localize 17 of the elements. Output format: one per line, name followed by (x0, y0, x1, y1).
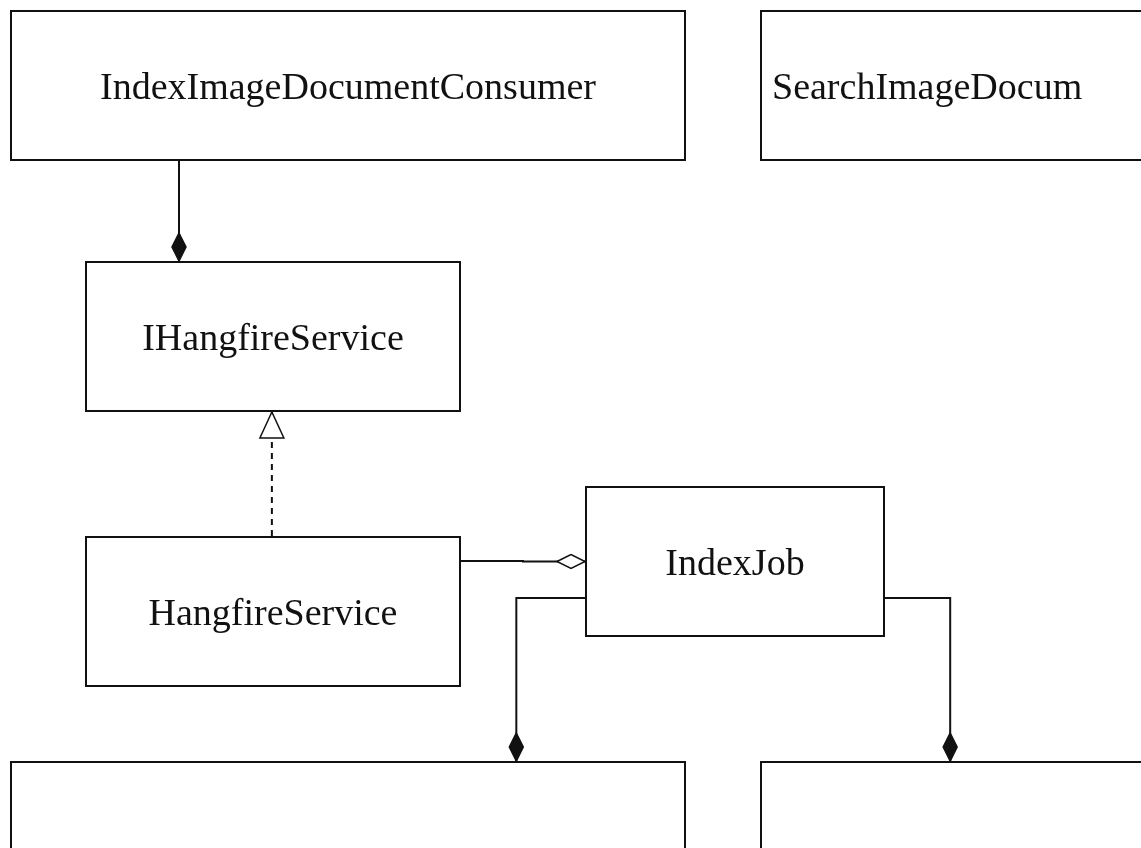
class-box (85, 536, 461, 687)
class-box (10, 761, 686, 848)
connector (171, 160, 187, 262)
dashed-connector (259, 411, 285, 537)
connector (508, 597, 586, 762)
class-box (760, 761, 1141, 848)
class-box (10, 10, 686, 161)
class-box (585, 486, 885, 637)
connector (460, 553, 586, 570)
class-name: IHangfireService (142, 314, 404, 359)
class-name: IndexJob (665, 539, 805, 584)
class-name: HangfireService (148, 589, 398, 634)
class-name: SearchImageDocum (772, 63, 1083, 108)
class-name: IndexImageDocumentConsumer (100, 63, 596, 108)
class-box (85, 261, 461, 412)
class-box (760, 10, 1141, 161)
connector (884, 597, 958, 762)
